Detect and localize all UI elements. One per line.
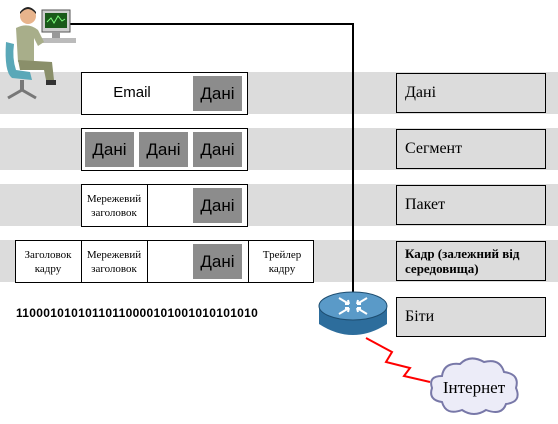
frame-layer-box xyxy=(15,240,314,283)
internet-cloud-icon xyxy=(430,357,519,415)
pdu-label-frame: Кадр (залежний від середовища) xyxy=(396,241,546,281)
frame-divider-3 xyxy=(248,240,249,283)
frame-divider-1 xyxy=(81,240,82,283)
segment-data-block-1: Дані xyxy=(85,132,134,167)
packet-data-block: Дані xyxy=(193,188,242,223)
frame-data-block: Дані xyxy=(193,244,242,279)
internet-label: Інтернет xyxy=(442,378,506,397)
segment-data-block-3: Дані xyxy=(193,132,242,167)
frame-header: Заголовок кадру xyxy=(24,248,72,275)
frame-network-header: Мережевий заголовок xyxy=(86,248,142,275)
data-block: Дані xyxy=(193,76,242,111)
packet-divider xyxy=(147,184,148,227)
pdu-label-segment: Сегмент xyxy=(396,129,546,169)
pdu-label-data: Дані xyxy=(396,73,546,113)
packet-network-header: Мережевий заголовок xyxy=(86,192,142,219)
bits-stream: 11000101010110110000101001010101010 xyxy=(16,306,259,320)
pdu-label-packet: Пакет xyxy=(396,185,546,225)
pdu-label-bits: Біти xyxy=(396,297,546,337)
frame-divider-2 xyxy=(147,240,148,283)
user-workstation-icon xyxy=(5,7,76,100)
segment-data-block-2: Дані xyxy=(139,132,188,167)
email-label: Email xyxy=(113,84,151,101)
frame-trailer: Трейлер кадру xyxy=(262,248,302,275)
router-icon xyxy=(318,291,388,335)
